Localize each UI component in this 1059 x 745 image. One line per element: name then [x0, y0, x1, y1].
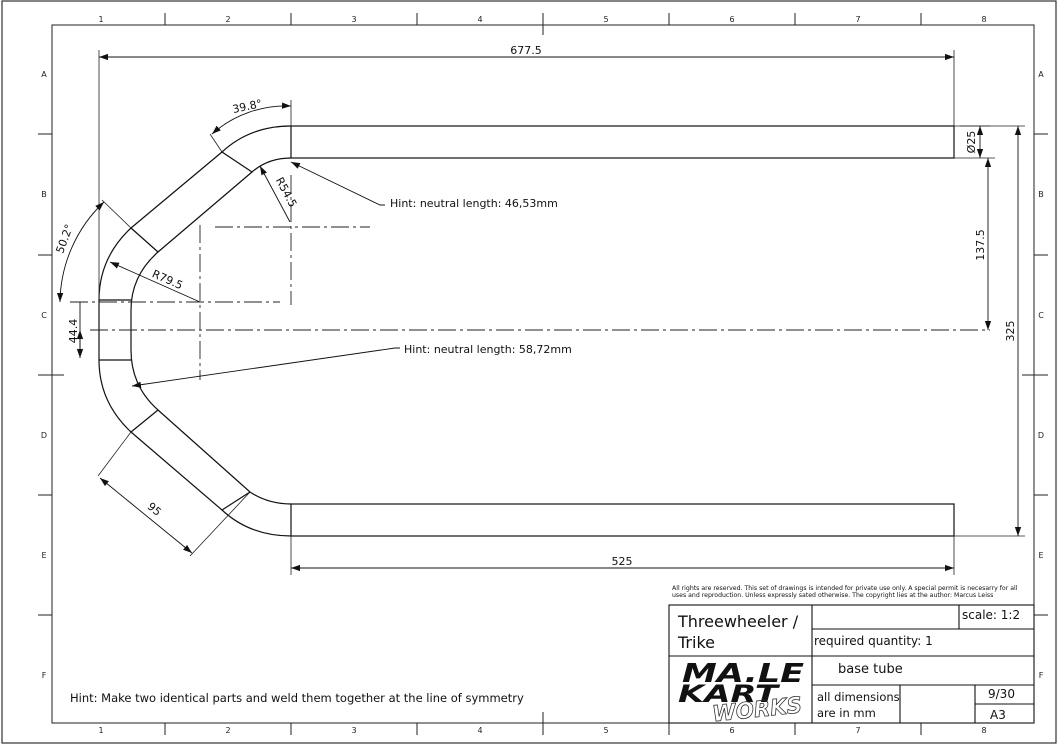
grid-col-3-top: 3	[351, 15, 356, 24]
scale-field: scale: 1:2	[962, 608, 1021, 622]
grid-col-2-bottom: 2	[225, 726, 230, 735]
grid-ticks	[38, 13, 1048, 735]
part-name: base tube	[838, 662, 903, 677]
center-lines	[70, 175, 990, 380]
dim-height-total: 325	[1004, 321, 1017, 342]
grid-col-4-top: 4	[477, 15, 482, 24]
grid-col-6-top: 6	[729, 15, 734, 24]
male-kart-works-logo: MA.LE KART WORKS	[678, 659, 804, 728]
grid-row-e-left: E	[41, 551, 46, 560]
grid-row-c-right: C	[1038, 311, 1044, 320]
grid-col-6-bottom: 6	[729, 726, 734, 735]
dim-offset: 44.4	[67, 319, 80, 344]
grid-row-a-right: A	[1038, 70, 1044, 79]
grid-row-d-right: D	[1038, 431, 1044, 440]
dim-straight-length: 525	[612, 555, 633, 568]
tube-outline	[98, 125, 955, 537]
grid-col-5-top: 5	[603, 15, 608, 24]
grid-row-a-left: A	[41, 70, 47, 79]
sheet-number: 9/30	[988, 687, 1015, 701]
grid-col-1-bottom: 1	[98, 726, 103, 735]
grid-col-4-bottom: 4	[477, 726, 482, 735]
grid-col-1-top: 1	[98, 15, 103, 24]
inner-frame	[51, 24, 1035, 724]
grid-col-5-bottom: 5	[603, 726, 608, 735]
grid-row-d-left: D	[41, 431, 47, 440]
dim-tube-diameter: Ø25	[965, 131, 978, 154]
grid-col-3-bottom: 3	[351, 726, 356, 735]
grid-row-e-right: E	[1038, 551, 1043, 560]
grid-row-c-left: C	[41, 311, 47, 320]
title-block	[668, 604, 1035, 724]
paper-format: A3	[990, 708, 1006, 722]
grid-col-7-bottom: 7	[855, 726, 860, 735]
grid-row-f-left: F	[42, 671, 47, 680]
hint-neutral-lower: Hint: neutral length: 58,72mm	[404, 343, 572, 356]
grid-col-2-top: 2	[225, 15, 230, 24]
svg-text:KART: KART	[678, 680, 780, 708]
grid-row-f-right: F	[1039, 671, 1044, 680]
hint-symmetry: Hint: Make two identical parts and weld …	[70, 691, 524, 705]
dim-radius-small: R54.5	[273, 175, 300, 209]
dim-angle-lower: 50.2°	[53, 222, 75, 255]
grid-col-8-top: 8	[981, 15, 986, 24]
grid-col-8-bottom: 8	[981, 726, 986, 735]
grid-row-b-left: B	[41, 190, 47, 199]
grid-col-7-top: 7	[855, 15, 860, 24]
svg-text:MA.LE: MA.LE	[682, 659, 804, 689]
dim-angle-upper: 39.8°	[231, 97, 263, 116]
dimension-lines	[56, 53, 1022, 572]
hint-neutral-upper: Hint: neutral length: 46,53mm	[390, 197, 558, 210]
grid-row-b-right: B	[1038, 190, 1044, 199]
dim-radius-large: R79.5	[150, 267, 185, 292]
copyright-notice: All rights are reserved. This set of dra…	[672, 585, 1018, 599]
quantity-field: required quantity: 1	[814, 634, 933, 648]
dim-segment-length: 95	[145, 500, 164, 519]
dim-height-half: 137.5	[974, 229, 987, 261]
extension-lines	[97, 50, 1025, 575]
dim-overall-length: 677.5	[510, 44, 542, 57]
drawing-title: Threewheeler / Trike	[678, 612, 799, 652]
units-note: all dimensions are in mm	[817, 690, 900, 720]
